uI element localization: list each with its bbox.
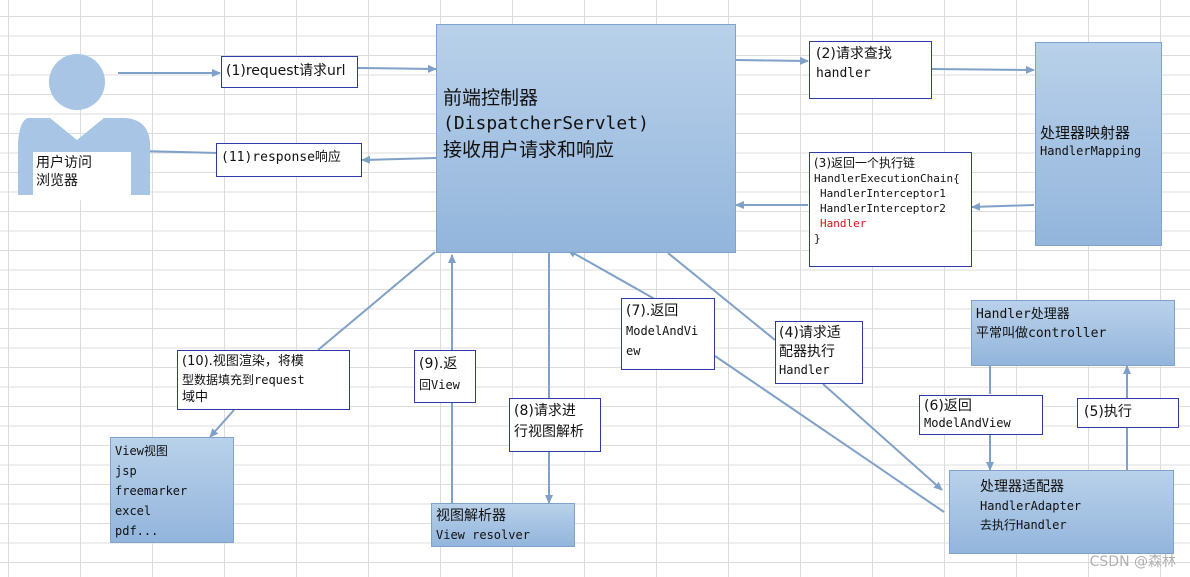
handler-adapter-line3: 去执行Handler: [980, 518, 1067, 532]
step3-line5-handler: Handler: [820, 217, 867, 230]
step5-text: (5)执行: [1084, 404, 1132, 420]
arrow-step10-to-view: [209, 409, 235, 438]
step5-execute-label: (5)执行: [1077, 398, 1179, 428]
step8-resolve-view-label: (8)请求进 行视图解析: [509, 398, 601, 452]
step4-line3: Handler: [779, 363, 830, 377]
view-line2: jsp: [115, 464, 137, 478]
dispatcher-servlet-box: 前端控制器 (DispatcherServlet) 接收用户请求和响应: [436, 24, 736, 253]
arrow-step4-to-adapter: [822, 383, 943, 491]
step2-find-handler-label: (2)请求查找 handler: [809, 41, 932, 99]
step9-line1: (9).返: [419, 356, 458, 372]
step4-adapter-request-label: (4)请求适 配器执行 Handler: [775, 321, 863, 384]
user-label-line2: 浏览器: [36, 173, 78, 189]
view-line3: freemarker: [115, 484, 188, 498]
view-line4: excel: [115, 504, 152, 518]
step6-return-mav-label: (6)返回 ModelAndView: [919, 395, 1043, 435]
step8-line1: (8)请求进: [514, 403, 576, 419]
step2-line2: handler: [816, 66, 871, 81]
step4-line2: 配器执行: [779, 344, 835, 360]
step7-line3: ew: [626, 344, 641, 358]
view-line5: pdf...: [115, 524, 159, 538]
handler-mapping-line2: HandlerMapping: [1040, 144, 1142, 158]
step11-response-label: (11)response响应: [216, 143, 362, 177]
handler-mapping-line1: 处理器映射器: [1040, 124, 1131, 142]
user-label-line1: 用户访问: [36, 155, 92, 171]
step1-request-label: (1)request请求url: [221, 56, 358, 88]
watermark: CSDN @森林: [1089, 554, 1176, 570]
arrow-adapter-to-step7: [714, 355, 945, 513]
step3-line2: HandlerExecutionChain{: [814, 172, 960, 185]
handler-adapter-line1: 处理器适配器: [980, 479, 1064, 495]
view-line1: View视图: [115, 444, 168, 458]
step3-line1: (3)返回一个执行链: [814, 156, 915, 170]
step8-line2: 行视图解析: [514, 424, 584, 440]
step9-line2: 回View: [419, 378, 460, 392]
view-resolver-line2: View resolver: [436, 528, 530, 542]
handler-mapping-box: 处理器映射器 HandlerMapping: [1035, 42, 1162, 246]
step3-execution-chain-label: (3)返回一个执行链 HandlerExecutionChain{ Handle…: [809, 152, 972, 267]
step7-line1: (7).返回: [626, 303, 679, 319]
step6-line2: ModelAndView: [924, 416, 1011, 430]
step7-line2: ModelAndVi: [626, 324, 699, 338]
handler-box-line1: Handler处理器: [976, 307, 1070, 322]
arrow-dispatcher-to-response: [361, 155, 437, 164]
arrow-step2-to-mapping: [931, 65, 1035, 74]
arrow-response-to-user: [139, 147, 219, 156]
arrow-step7-to-dispatcher: [567, 249, 661, 303]
step10-render-view-label: (10).视图渲染，将模 型数据填充到request 域中: [177, 350, 350, 410]
arrow-mapping-to-step3: [971, 202, 1035, 211]
arrow-dispatcher-to-step4: [667, 252, 776, 341]
step10-line1: (10).视图渲染，将模: [182, 354, 304, 369]
arrow-request-to-dispatcher: [357, 64, 437, 73]
step2-line1: (2)请求查找: [816, 46, 892, 62]
step1-text: (1)request请求url: [226, 63, 346, 79]
handler-box-line2: 平常叫做controller: [976, 326, 1107, 341]
user-label: 用户访问 浏览器: [33, 152, 131, 200]
view-resolver-box: 视图解析器 View resolver: [431, 503, 575, 547]
step10-line2: 型数据填充到request: [182, 373, 305, 387]
arrow-dispatcher-to-step10: [317, 251, 436, 351]
step3-line6: }: [814, 232, 821, 245]
dispatcher-line2: (DispatcherServlet): [443, 113, 649, 134]
handler-adapter-box: 处理器适配器 HandlerAdapter 去执行Handler: [949, 470, 1174, 554]
step11-text: (11)response响应: [221, 150, 341, 165]
step7-return-mav-label: (7).返回 ModelAndVi ew: [621, 298, 715, 370]
step6-line1: (6)返回: [924, 398, 972, 414]
arrow-dispatcher-to-step2: [735, 56, 809, 65]
dispatcher-line3: 接收用户请求和响应: [443, 139, 615, 161]
step9-return-view-label: (9).返 回View: [414, 350, 476, 403]
step10-line3: 域中: [182, 390, 209, 405]
step3-line3: HandlerInterceptor1: [820, 187, 946, 200]
handler-adapter-line2: HandlerAdapter: [980, 499, 1082, 513]
step4-line1: (4)请求适: [779, 325, 841, 341]
view-box: View视图 jsp freemarker excel pdf...: [110, 437, 234, 543]
dispatcher-line1: 前端控制器: [443, 87, 539, 109]
step3-line4: HandlerInterceptor2: [820, 202, 946, 215]
view-resolver-line1: 视图解析器: [436, 508, 506, 524]
handler-controller-box: Handler处理器 平常叫做controller: [971, 300, 1175, 366]
